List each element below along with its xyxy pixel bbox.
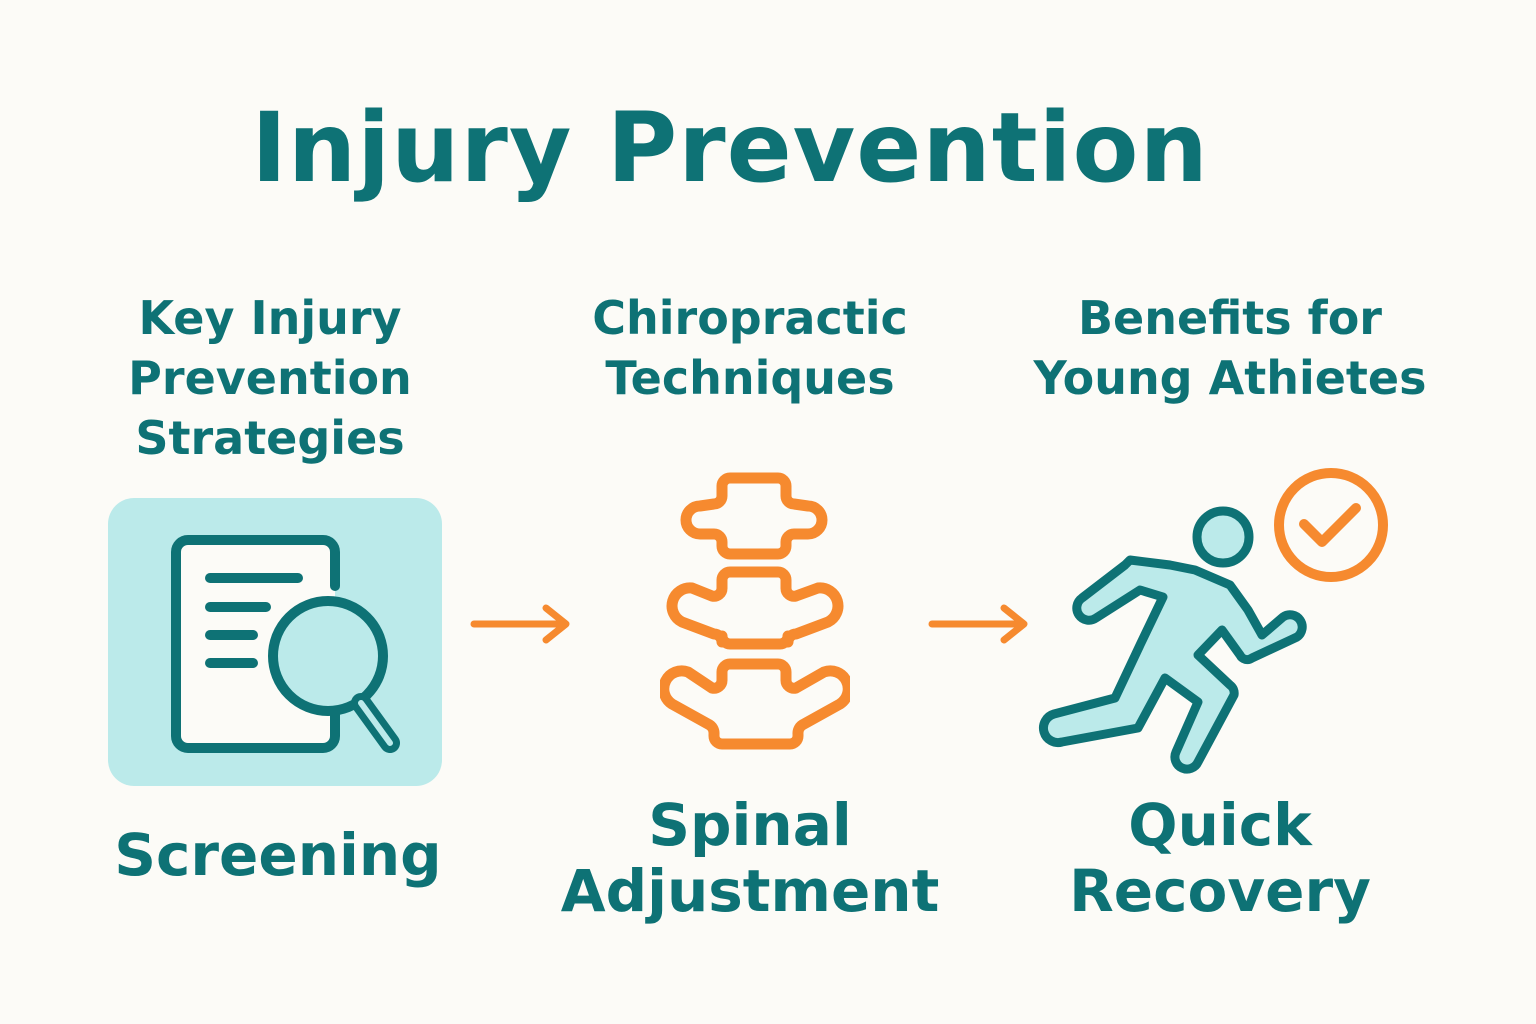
- column-heading-benefits: Benefits for Young Athietes: [1033, 291, 1427, 405]
- running-person-icon: [1030, 460, 1400, 784]
- arrow-right-icon: [928, 604, 1032, 648]
- spine-vertebrae-icon: [658, 468, 854, 762]
- label-spinal-adjustment: Spinal Adjustment: [560, 791, 940, 925]
- label-screening: Screening: [114, 821, 442, 889]
- document-magnifier-icon: [108, 498, 442, 790]
- page-title: Injury Prevention: [251, 92, 1209, 204]
- check-circle-icon: [1272, 466, 1390, 588]
- column-heading-strategies: Key Injury Prevention Strategies: [128, 291, 412, 465]
- column-heading-techniques: Chiropractic Techniques: [592, 291, 908, 405]
- label-quick-recovery: Quick Recovery: [1069, 791, 1371, 925]
- arrow-right-icon: [470, 604, 574, 648]
